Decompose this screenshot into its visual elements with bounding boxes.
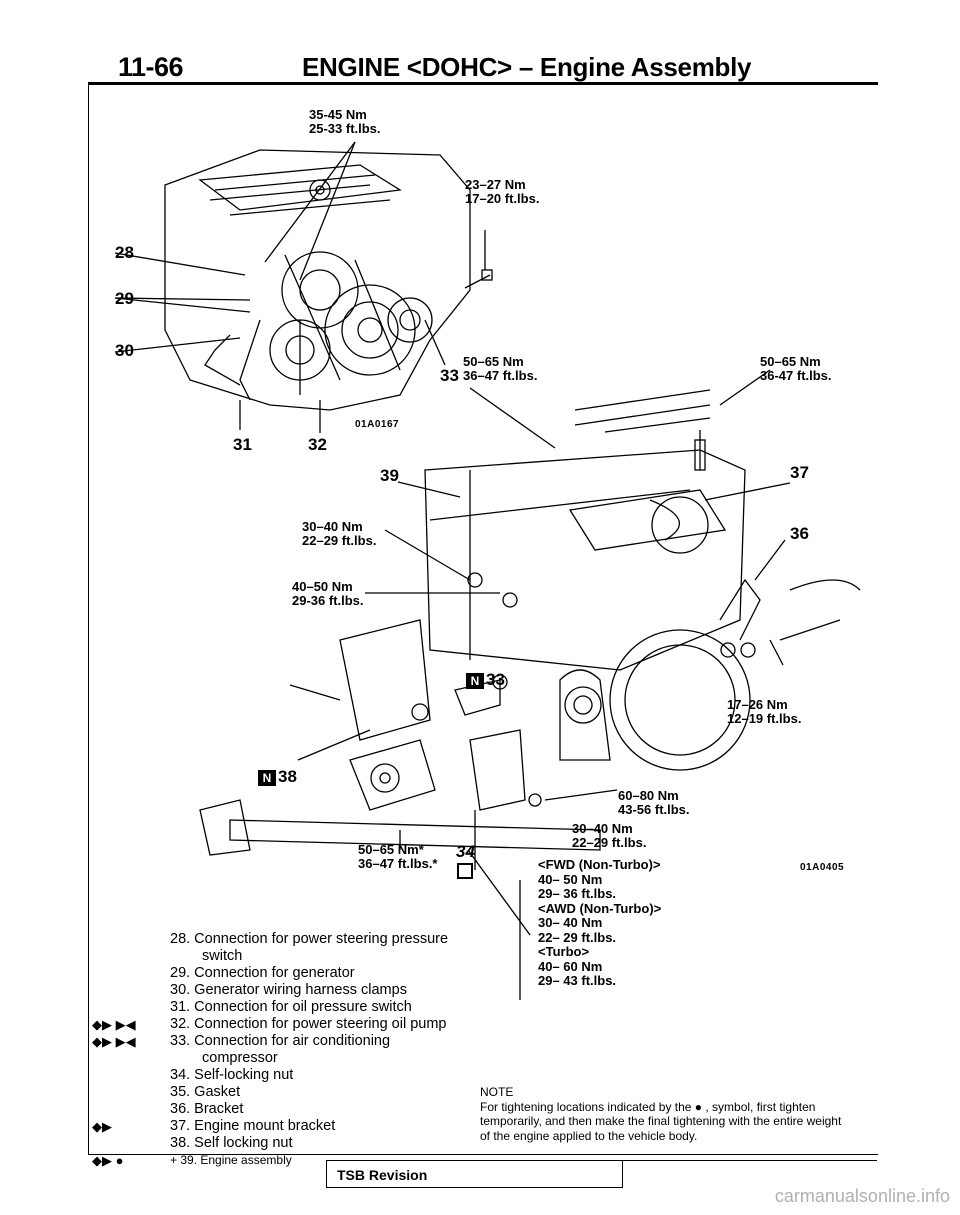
n-mark-icon: N: [466, 672, 484, 689]
page-title: ENGINE <DOHC> – Engine Assembly: [302, 52, 752, 82]
left-rule: [88, 82, 89, 1154]
legend-item: compressor: [202, 1050, 278, 1066]
tightening-note: NOTE For tightening locations indicated …: [480, 1085, 850, 1143]
legend-item: 30. Generator wiring harness clamps: [170, 982, 407, 998]
footer-rule: [623, 1160, 877, 1161]
callout-number: 29: [115, 289, 134, 308]
parts-legend: 28. Connection for power steering pressu…: [92, 931, 449, 1169]
legend-item: ◆▶ ▶◀32. Connection for power steering o…: [92, 1016, 447, 1032]
legend-item: 34. Self-locking nut: [170, 1067, 294, 1083]
callout-number: 28: [115, 243, 134, 262]
legend-item: ◆▶37. Engine mount bracket: [92, 1118, 336, 1134]
n-mark-icon: N: [258, 769, 276, 786]
torque-variant-list: <FWD (Non-Turbo)> 40– 50 Nm 29– 36 ft.lb…: [538, 857, 662, 988]
figure-code: 01A0167: [355, 419, 400, 430]
bottom-rule: [88, 1154, 878, 1155]
callout-number: 39: [380, 466, 399, 485]
legend-item: 31. Connection for oil pressure switch: [170, 999, 412, 1015]
legend-item: 35. Gasket: [170, 1084, 241, 1100]
legend-item: ◆▶ ▶◀33. Connection for air conditioning: [92, 1033, 391, 1049]
legend-item: switch: [202, 948, 243, 964]
legend-item: 38. Self locking nut: [170, 1135, 293, 1151]
gasket-square-icon: [457, 863, 473, 879]
engine-mount-view: [199, 369, 861, 1000]
header-rule: [88, 82, 878, 85]
callout-number: 37: [790, 463, 809, 482]
engine-top-view: [114, 141, 493, 433]
note-label: NOTE: [480, 1085, 514, 1099]
callout-number: 36: [790, 524, 809, 543]
callout-number: 32: [308, 435, 327, 454]
watermark: carmanualsonline.info: [774, 1186, 950, 1206]
legend-item: 36. Bracket: [170, 1101, 244, 1117]
service-symbol: ◆▶ ●: [92, 1153, 124, 1168]
callout-number: 30: [115, 341, 134, 360]
service-symbol: ◆▶ ▶◀: [92, 1017, 136, 1032]
callout-number: 34: [456, 842, 475, 861]
legend-item: ◆▶ ●+ 39. Engine assembly: [92, 1153, 292, 1168]
torque-label: 50–65 Nm*36–47 ft.lbs.*: [358, 842, 438, 871]
service-symbol: ◆▶: [92, 1119, 112, 1134]
figure-code: 01A0405: [800, 862, 845, 873]
callout-number: 33: [440, 366, 459, 385]
callout-number: 31: [233, 435, 252, 454]
service-symbol: ◆▶ ▶◀: [92, 1034, 136, 1049]
note-text: For tightening locations indicated by th…: [480, 1099, 842, 1143]
page-number: 11-66: [118, 52, 184, 82]
legend-item: 28. Connection for power steering pressu…: [170, 931, 449, 947]
tsb-revision-box: TSB Revision: [326, 1160, 623, 1188]
legend-item: 29. Connection for generator: [170, 965, 355, 981]
